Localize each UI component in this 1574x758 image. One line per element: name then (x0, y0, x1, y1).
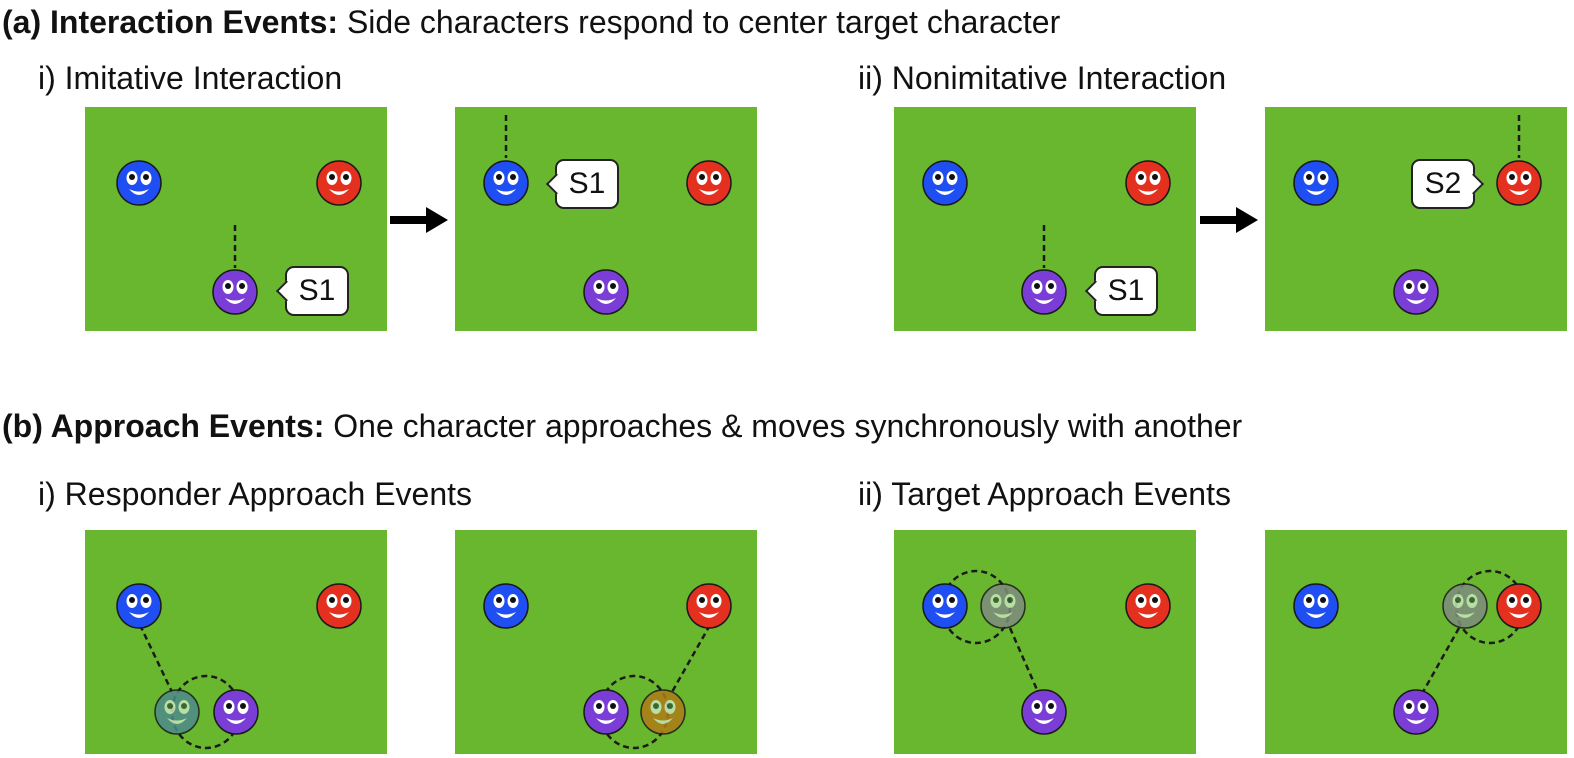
section-b-label: (b) Approach Events: (2, 408, 325, 444)
smiley-character-icon (1021, 269, 1067, 315)
smiley-character-icon (483, 583, 529, 629)
smiley-character-icon (316, 583, 362, 629)
section-a-description: Side characters respond to center target… (346, 4, 1061, 40)
smiley-character-icon (922, 583, 968, 629)
smiley-character-icon (154, 689, 200, 735)
smiley-character-icon (483, 160, 529, 206)
section-a-sub-i: i) Imitative Interaction (38, 60, 343, 96)
smiley-character-icon (1496, 583, 1542, 629)
section-a-sub-ii: ii) Nonimitative Interaction (858, 60, 1227, 96)
smiley-character-icon (686, 583, 732, 629)
smiley-character-icon (980, 583, 1026, 629)
smiley-character-icon (686, 160, 732, 206)
smiley-character-icon (640, 689, 686, 735)
section-b-description: One character approaches & moves synchro… (333, 408, 1243, 444)
smiley-character-icon (922, 160, 968, 206)
smiley-character-icon (1393, 689, 1439, 735)
smiley-character-icon (1021, 689, 1067, 735)
section-b-heading: (b) Approach Events: One character appro… (2, 408, 1242, 445)
speech-bubble-s2: S2 (1411, 159, 1485, 209)
smiley-character-icon (1293, 583, 1339, 629)
bubble-label: S1 (298, 274, 336, 307)
section-b-sub-ii: ii) Target Approach Events (858, 476, 1231, 512)
smiley-character-icon (583, 269, 629, 315)
smiley-character-icon (316, 160, 362, 206)
bubble-label: S1 (1107, 274, 1145, 307)
smiley-character-icon (1442, 583, 1488, 629)
section-a-label: (a) Interaction Events: (2, 4, 339, 40)
bubble-label: S2 (1424, 167, 1462, 200)
smiley-character-icon (116, 160, 162, 206)
arrow-right-icon (390, 207, 448, 233)
section-b-sub-i: i) Responder Approach Events (38, 476, 473, 512)
smiley-character-icon (1496, 160, 1542, 206)
speech-bubble-s1: S1 (1084, 266, 1158, 316)
smiley-character-icon (116, 583, 162, 629)
smiley-character-icon (583, 689, 629, 735)
smiley-character-icon (212, 269, 258, 315)
speech-bubble-s1: S1 (275, 266, 349, 316)
speech-bubble-s1: S1 (545, 159, 619, 209)
arrow-right-icon (1200, 207, 1258, 233)
smiley-character-icon (1293, 160, 1339, 206)
smiley-character-icon (1125, 583, 1171, 629)
smiley-character-icon (1393, 269, 1439, 315)
smiley-character-icon (1125, 160, 1171, 206)
bubble-label: S1 (568, 167, 606, 200)
smiley-character-icon (213, 689, 259, 735)
section-a-heading: (a) Interaction Events: Side characters … (2, 4, 1060, 41)
